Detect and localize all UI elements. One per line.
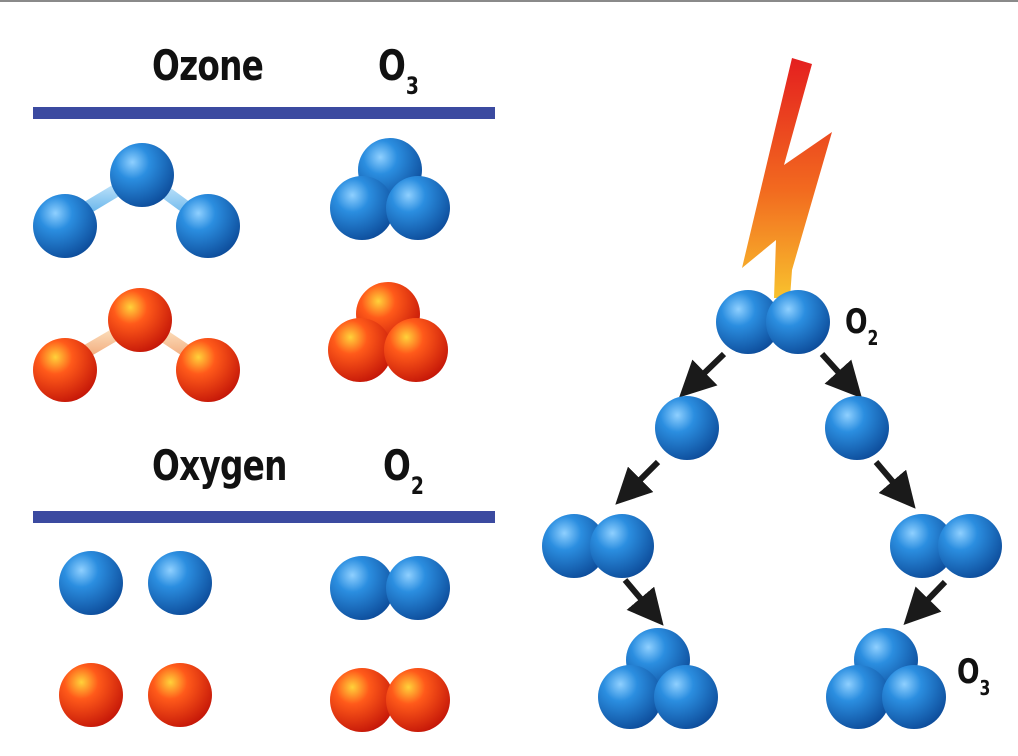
arrow-top-left [679,351,727,398]
ozone-heading: Ozone [152,41,264,90]
oxygen-stick-model-blue [59,551,212,615]
oxygen-divider [33,511,495,523]
oxygen-spacefill-model-blue [330,556,450,620]
process-o2-top [716,290,830,354]
o3-process-label: O3 [957,652,991,700]
process-atom-left [655,396,719,460]
ozone-divider [33,107,495,119]
arrow-mid-left [615,459,661,505]
ozone-bent-model-blue [33,143,240,258]
oxygen-heading: Oxygen [152,441,287,490]
arrow-top-right [819,351,863,399]
arrow-low-right [903,579,948,625]
ozone-spacefill-model-red [328,282,448,382]
process-o2-right [890,514,1002,578]
process-o3-left [598,628,718,729]
oxygen-spacefill-model-red [330,668,450,732]
oxygen-stick-model-red [59,663,212,727]
arrow-low-left [622,578,664,626]
ozone-formula: O3 [378,41,419,100]
process-o2-left [542,514,654,578]
lightning-bolt-icon [742,58,832,298]
process-arrows [615,351,948,626]
arrow-mid-right [873,460,916,509]
top-border [0,0,1018,2]
process-atom-right [825,396,889,460]
oxygen-formula: O2 [383,441,424,500]
o2-process-label: O2 [845,302,879,350]
process-o3-right [826,628,946,729]
ozone-bent-model-red [33,288,240,402]
ozone-spacefill-model-blue [330,138,450,240]
